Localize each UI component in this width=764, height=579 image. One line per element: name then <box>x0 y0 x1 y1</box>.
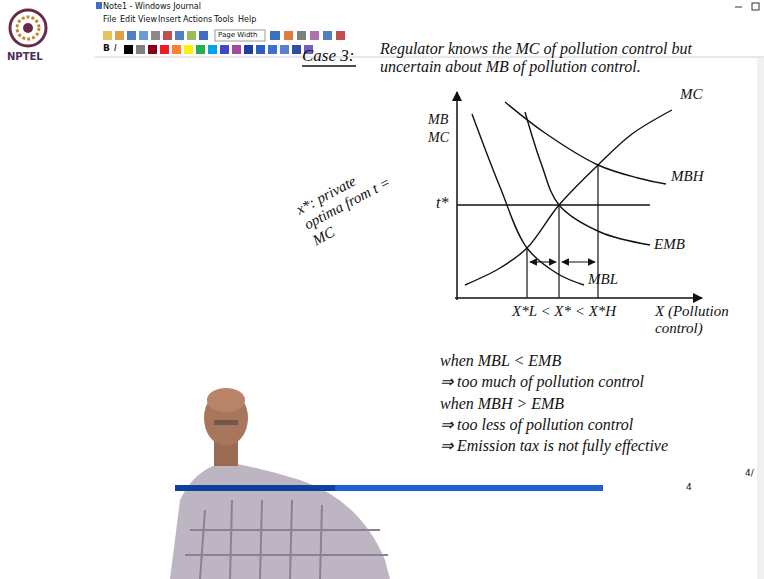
curve-label: EMB <box>654 236 685 253</box>
y-axis <box>456 92 458 300</box>
heading-underline <box>302 65 356 66</box>
gap-arrow <box>530 261 556 262</box>
note-line: ⇒ too much of pollution control <box>440 373 644 391</box>
italic-button: I <box>114 43 117 53</box>
note-line: ⇒ Emission tax is not fully effective <box>440 437 668 455</box>
app-icon <box>96 2 102 9</box>
note-line: when MBL < EMB <box>440 352 561 370</box>
menu-item: Help <box>238 15 256 24</box>
pen-color-swatches <box>124 45 313 54</box>
case-statement: Regulator knows the MC of pollution cont… <box>380 40 710 77</box>
note-line: when MBH > EMB <box>440 395 564 413</box>
window-title: Note1 - Windows Journal <box>103 2 201 11</box>
drop-line <box>558 205 559 298</box>
mbh-curve <box>505 102 666 184</box>
page-number: 4 <box>686 482 692 492</box>
note-line: ⇒ too less of pollution control <box>440 416 633 434</box>
progress-bar <box>175 485 603 491</box>
menu-item: Actions <box>183 15 212 24</box>
minimize-icon <box>735 7 742 8</box>
mc-curve <box>465 110 672 285</box>
quantity-label: X*L < X* < X*H <box>512 303 616 320</box>
axis-label: MC <box>428 130 449 146</box>
page-counter: 4/ <box>745 468 754 478</box>
logo-text: NPTEL <box>7 51 43 63</box>
tax-line <box>457 204 650 205</box>
curve-label: MBH <box>671 168 704 185</box>
progress-fill <box>175 485 335 491</box>
nptel-logo <box>10 10 46 46</box>
gap-arrow <box>562 261 595 262</box>
side-note: x*: private optima from t = MC <box>293 159 401 249</box>
case-heading: Case 3: <box>302 46 354 66</box>
axis-title: X (Pollution control) <box>655 303 755 338</box>
menu-item: Edit <box>120 15 136 24</box>
presenter-video <box>170 388 390 579</box>
curve-label: MBL <box>588 271 618 288</box>
emb-curve <box>525 112 650 245</box>
maximize-icon <box>752 3 759 10</box>
x-axis <box>455 297 702 299</box>
curve-label: MC <box>680 86 703 103</box>
scrollbar <box>757 58 764 579</box>
toolbar-icons <box>103 30 345 41</box>
tax-label: t* <box>436 194 448 212</box>
menu-item: File <box>103 15 116 24</box>
axis-label: MB <box>428 112 448 128</box>
mbl-curve <box>472 114 584 285</box>
menu-item: Tools <box>214 15 234 24</box>
zoom-dropdown: Page Width <box>218 31 258 39</box>
menu-item: View <box>138 15 157 24</box>
drop-line <box>526 248 527 298</box>
menu-item: Insert <box>158 15 181 24</box>
bold-button: B <box>103 43 110 53</box>
